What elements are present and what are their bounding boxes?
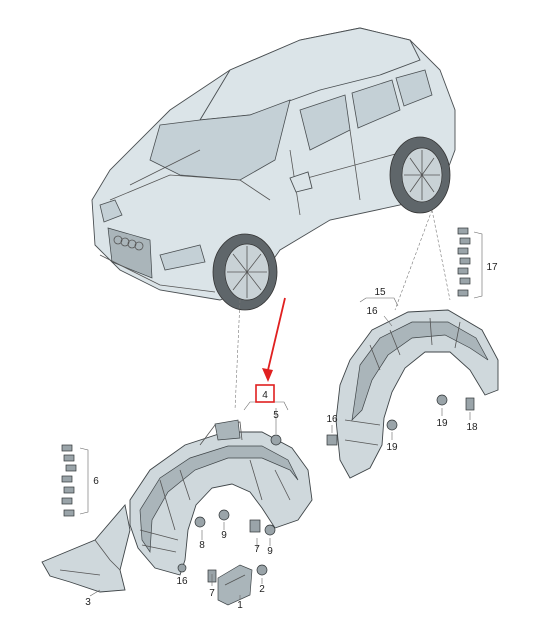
callout-16b: 16 bbox=[366, 306, 378, 317]
callout-16a: 16 bbox=[176, 576, 188, 587]
grille-rings bbox=[113, 235, 144, 251]
fastener-18 bbox=[465, 397, 475, 411]
highlight-box bbox=[255, 384, 275, 403]
rear-wheel bbox=[389, 136, 451, 214]
leader-lines bbox=[79, 231, 483, 600]
callout-2: 2 bbox=[259, 584, 265, 595]
fastener-16a bbox=[177, 563, 187, 573]
callout-9a: 9 bbox=[221, 530, 227, 541]
callout-15: 15 bbox=[374, 287, 386, 298]
rear-wheelhouse-liner bbox=[335, 309, 499, 479]
callout-19b: 19 bbox=[436, 418, 448, 429]
callout-3: 3 bbox=[85, 597, 91, 608]
callout-18: 18 bbox=[466, 422, 478, 433]
fastener-9a bbox=[218, 509, 230, 521]
bracket bbox=[217, 564, 253, 606]
callout-7b: 7 bbox=[209, 588, 215, 599]
fastener-5 bbox=[270, 434, 282, 446]
arrow-line bbox=[267, 297, 286, 371]
callout-8: 8 bbox=[199, 540, 205, 551]
callout-4: 4 bbox=[262, 390, 268, 401]
car-illustration bbox=[91, 27, 456, 311]
arrow-head bbox=[262, 368, 273, 382]
fastener-set-17 bbox=[457, 227, 471, 297]
callout-5: 5 bbox=[273, 410, 279, 421]
front-wheelhouse-liner bbox=[129, 419, 313, 576]
callout-17: 17 bbox=[486, 262, 498, 273]
fastener-19a bbox=[386, 419, 398, 431]
callout-9b: 9 bbox=[267, 546, 273, 557]
callout-1: 1 bbox=[237, 600, 243, 611]
front-wheel bbox=[212, 233, 278, 311]
callout-16c: 16 bbox=[326, 414, 338, 425]
callout-7a: 7 bbox=[254, 544, 260, 555]
fastener-16b bbox=[326, 434, 338, 446]
callout-labels: 4 5 6 7 7 8 9 9 2 1 16 3 15 16 17 16 19 … bbox=[85, 262, 498, 611]
fastener-8 bbox=[194, 516, 206, 528]
callout-19a: 19 bbox=[386, 442, 398, 453]
fastener-set-6 bbox=[61, 444, 77, 517]
callout-6: 6 bbox=[93, 476, 99, 487]
highlight-arrow bbox=[262, 297, 286, 382]
fastener-19b bbox=[436, 394, 448, 406]
splash-guard bbox=[41, 504, 131, 593]
fastener-9b bbox=[264, 524, 276, 536]
fastener-2 bbox=[256, 564, 268, 576]
fastener-7a bbox=[249, 519, 261, 533]
